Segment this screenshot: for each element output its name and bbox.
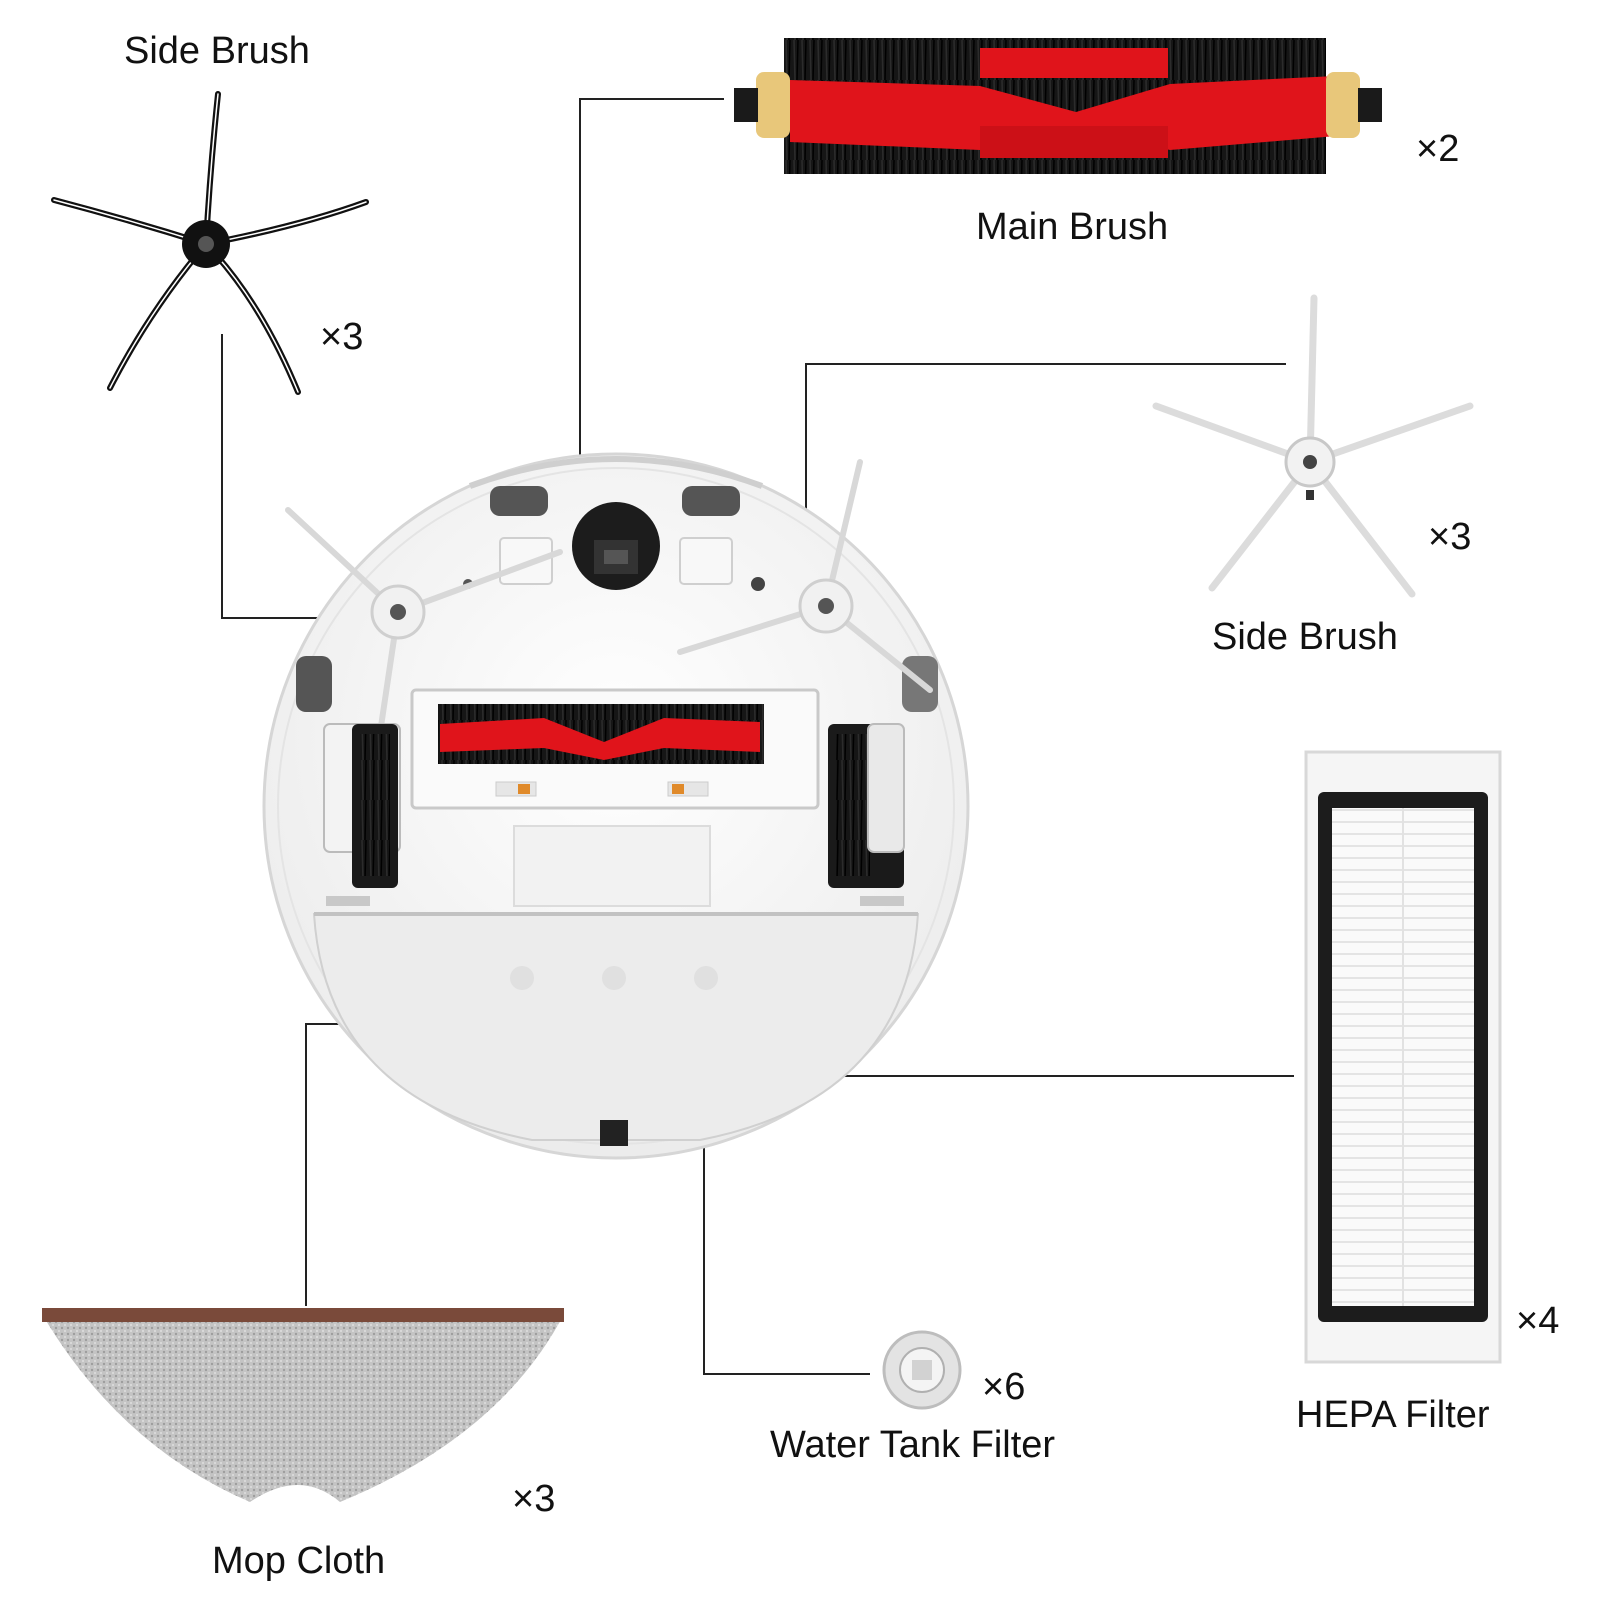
water-tank-filter-icon (882, 1330, 962, 1410)
mop-cloth-label: Mop Cloth (212, 1540, 386, 1582)
main-brush-label: Main Brush (976, 206, 1169, 248)
side-brush-black-label: Side Brush (124, 30, 310, 72)
main-brush-icon (734, 38, 1382, 174)
water-tank-filter-label: Water Tank Filter (770, 1424, 1056, 1466)
side-brush-white-icon (1152, 294, 1474, 598)
installed-side-brush-right (677, 459, 933, 693)
robot-vacuum (262, 452, 970, 1160)
leader-line-mop-cloth (305, 1023, 420, 1306)
water-tank-filter-qty: ×6 (982, 1366, 1026, 1408)
mop-cloth-qty: ×3 (512, 1478, 556, 1520)
hepa-filter-label: HEPA Filter (1296, 1394, 1490, 1436)
main-brush-qty: ×2 (1416, 128, 1460, 170)
leader-line-hepa-filter (801, 790, 1294, 1077)
leader-line-side-brush-white (805, 363, 1286, 552)
hepa-filter-icon (1304, 750, 1502, 1364)
installed-side-brush-left (285, 507, 563, 763)
leader-line-water-tank-filter (703, 980, 870, 1375)
leader-lines (221, 98, 1294, 1375)
side-brush-white-qty: ×3 (1428, 516, 1472, 558)
leader-line-main-brush (579, 98, 724, 700)
side-brush-white-label: Side Brush (1212, 616, 1398, 658)
side-brush-black-qty: ×3 (320, 316, 364, 358)
leader-line-side-brush-black (221, 334, 364, 619)
hepa-filter-qty: ×4 (1516, 1300, 1560, 1342)
mop-cloth-icon (42, 1308, 564, 1502)
